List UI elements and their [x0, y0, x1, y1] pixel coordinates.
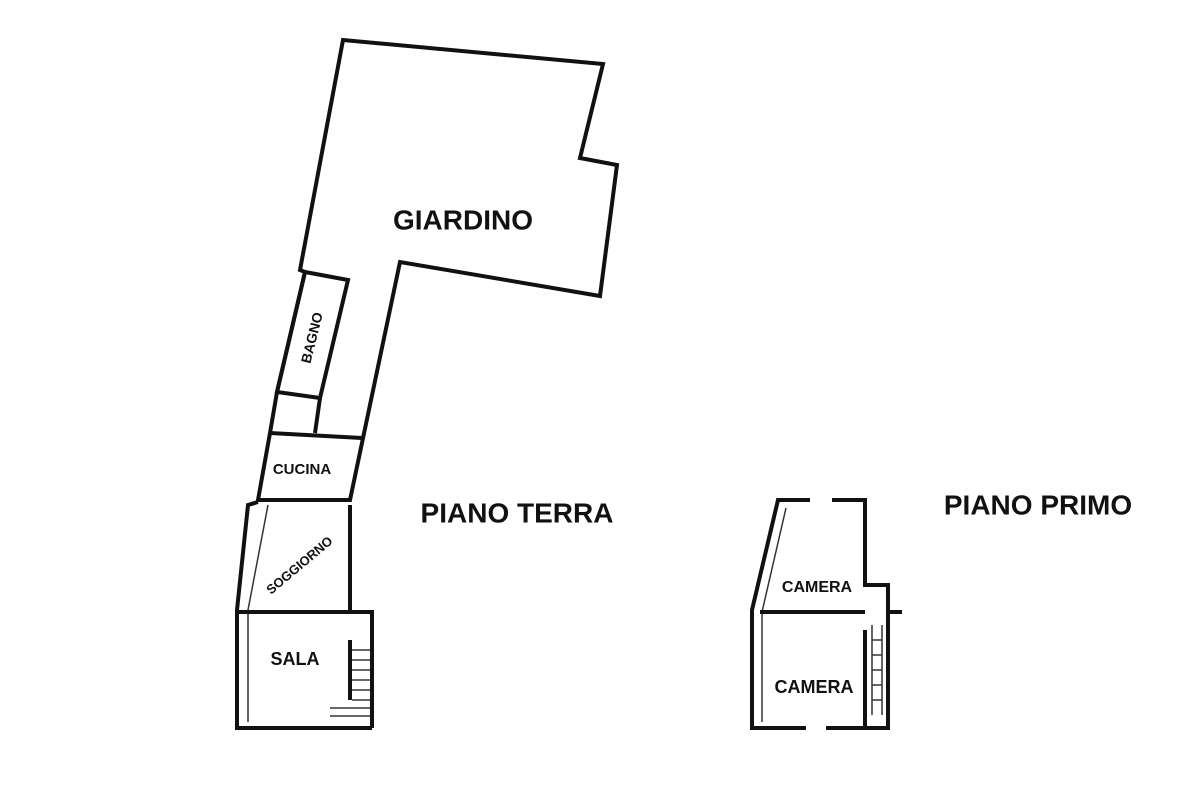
bathroom-label: BAGNO [298, 310, 326, 365]
garden-outline [255, 37, 620, 502]
hall-top-wall [237, 610, 374, 728]
bedroom-1-label: CAMERA [782, 579, 853, 596]
kitchen-label: CUCINA [273, 461, 331, 478]
garden-label: GIARDINO [393, 204, 533, 235]
kitchen-top-wall [269, 431, 363, 440]
hall-label: SALA [271, 649, 320, 669]
first-floor-top-right [826, 498, 890, 730]
stairs [871, 625, 883, 715]
stairs [330, 649, 370, 717]
bedroom-2-label: CAMERA [775, 677, 854, 697]
living-label: SOGGIORNO [263, 533, 335, 597]
ground-floor-title: PIANO TERRA [421, 497, 614, 528]
ground-floor-plan: GIARDINO BAGNO CUCINA SOGGIORNO SALA PIA… [235, 37, 620, 730]
utility-room-wall [313, 397, 322, 434]
first-floor-title: PIANO PRIMO [944, 489, 1132, 520]
first-floor-plan: CAMERA CAMERA PIANO PRIMO [750, 489, 1132, 730]
first-floor-outer-wall [750, 498, 810, 730]
